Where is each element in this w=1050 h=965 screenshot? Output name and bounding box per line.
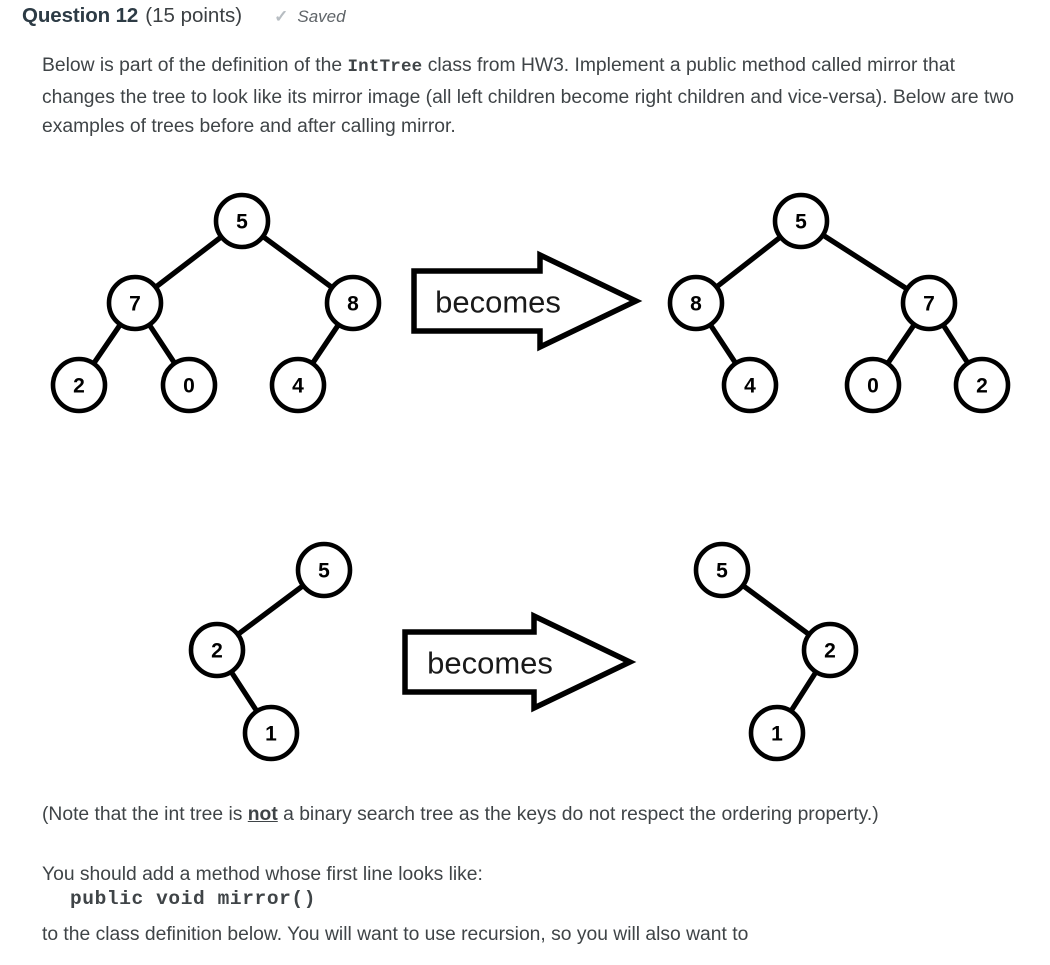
status-badge: Saved (297, 7, 346, 26)
saved-status: ✓ Saved (274, 7, 345, 27)
node-circle (693, 541, 751, 599)
node-circle (269, 356, 327, 414)
page-title: Question 12 (22, 4, 139, 27)
arrow-label: becomes (427, 646, 553, 681)
note-text-part2: a binary search tree as the keys do not … (277, 804, 879, 825)
note-text-part1: (Note that the int tree is (42, 804, 248, 825)
node-circle (953, 356, 1011, 414)
node-label: 2 (824, 640, 836, 663)
node-circle (801, 621, 859, 679)
tree-node: 5 (772, 192, 830, 250)
node-circle (748, 704, 806, 762)
note-paragraph: (Note that the int tree is not a binary … (42, 800, 1027, 830)
node-circle (295, 541, 353, 599)
tree-node: 8 (667, 274, 725, 332)
note-emphasis-not: not (247, 804, 278, 825)
node-label: 2 (73, 375, 85, 398)
node-label: 7 (129, 293, 141, 316)
example1-after-tree: 5 8 7 4 0 2 (667, 192, 1011, 414)
tree-node: 1 (748, 704, 806, 762)
tree-node: 7 (900, 274, 958, 332)
node-circle (900, 274, 958, 332)
node-circle (721, 356, 779, 414)
node-circle (188, 621, 246, 679)
check-icon: ✓ (274, 7, 289, 26)
tree-node: 2 (188, 621, 246, 679)
arrow-outline (411, 250, 643, 352)
intro-text-part1: Below is part of the definition of the (42, 55, 348, 76)
node-label: 2 (976, 375, 988, 398)
tree-examples-diagram: 5 7 8 2 0 4 (0, 180, 1050, 790)
tree-node: 5 (693, 541, 751, 599)
tree-node: 4 (269, 356, 327, 414)
example1-before-tree: 5 7 8 2 0 4 (50, 192, 382, 414)
question-intro-paragraph: Below is part of the definition of the I… (42, 51, 1027, 142)
node-circle (324, 274, 382, 332)
node-circle (844, 356, 902, 414)
becomes-arrow-2: becomes (402, 611, 637, 713)
node-circle (50, 356, 108, 414)
intro-text-part2: class from HW3. Implement a public metho… (42, 55, 1014, 137)
tree-node: 2 (801, 621, 859, 679)
question-points: (15 points) (145, 4, 243, 27)
tree-node: 2 (50, 356, 108, 414)
node-label: 5 (236, 211, 248, 234)
add-method-instruction: You should add a method whose first line… (42, 864, 483, 885)
example2-after-tree: 5 2 1 (693, 541, 859, 762)
node-label: 7 (923, 293, 935, 316)
node-circle (106, 274, 164, 332)
tree-node: 7 (106, 274, 164, 332)
node-label: 1 (265, 723, 277, 746)
node-label: 0 (183, 375, 195, 398)
tree-node: 4 (721, 356, 779, 414)
node-circle (667, 274, 725, 332)
node-circle (160, 356, 218, 414)
node-label: 2 (211, 640, 223, 663)
node-circle (772, 192, 830, 250)
tree-node: 0 (844, 356, 902, 414)
node-label: 4 (292, 375, 304, 398)
node-label: 8 (690, 293, 702, 316)
tail-instruction: to the class definition below. You will … (42, 924, 749, 945)
arrow-label: becomes (435, 285, 561, 320)
node-circle (213, 192, 271, 250)
code-signature: public void mirror() (70, 888, 317, 910)
tree-node: 2 (953, 356, 1011, 414)
tree-node: 0 (160, 356, 218, 414)
node-label: 0 (867, 375, 879, 398)
tree-node: 5 (213, 192, 271, 250)
example2-before-tree: 5 2 1 (188, 541, 353, 762)
node-circle (242, 704, 300, 762)
tree-node: 5 (295, 541, 353, 599)
question-header: Question 12 (15 points) ✓ Saved (22, 4, 346, 28)
arrow-outline (402, 611, 637, 713)
node-label: 8 (347, 293, 359, 316)
tree-node: 1 (242, 704, 300, 762)
node-label: 5 (716, 560, 728, 583)
node-label: 5 (795, 211, 807, 234)
node-label: 1 (771, 723, 783, 746)
node-label: 5 (318, 560, 330, 583)
tree-node: 8 (324, 274, 382, 332)
inline-code-inttree: IntTree (347, 57, 423, 77)
node-label: 4 (744, 375, 756, 398)
becomes-arrow-1: becomes (411, 250, 643, 352)
